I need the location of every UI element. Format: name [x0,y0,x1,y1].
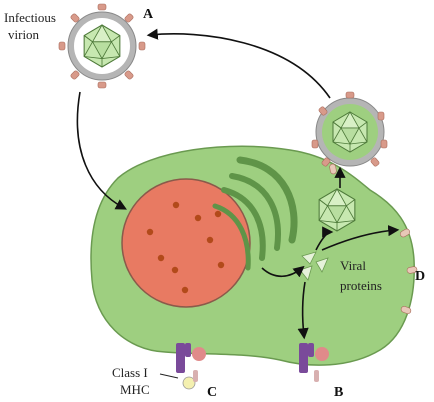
label-a: A [143,7,154,22]
class-i-mhc-label-line2: MHC [120,382,150,397]
infectious-virion-label-line2: virion [8,27,40,42]
class-i-mhc-label-line1: Class I [112,365,148,380]
label-c: C [207,385,217,400]
budding-virion [311,91,388,167]
viral-proteins-label-line2: proteins [340,278,382,293]
infectious-virion [58,3,146,89]
viral-proteins-label-line1: Viral [340,258,366,273]
mhc-class-i-empty [176,343,206,390]
nucleus-viral-dna-dots [146,201,225,294]
process-arrows [76,28,400,340]
label-d: D [415,269,425,284]
mhc-label-leader [159,373,179,379]
golgi-apparatus [212,156,298,271]
viral-protein-fragments [299,251,329,281]
label-b: B [334,385,343,400]
mhc-class-i-with-peptide [299,343,329,382]
infectious-virion-label-line1: Infectious [4,10,56,25]
membrane-viral-glycoproteins [329,163,418,314]
